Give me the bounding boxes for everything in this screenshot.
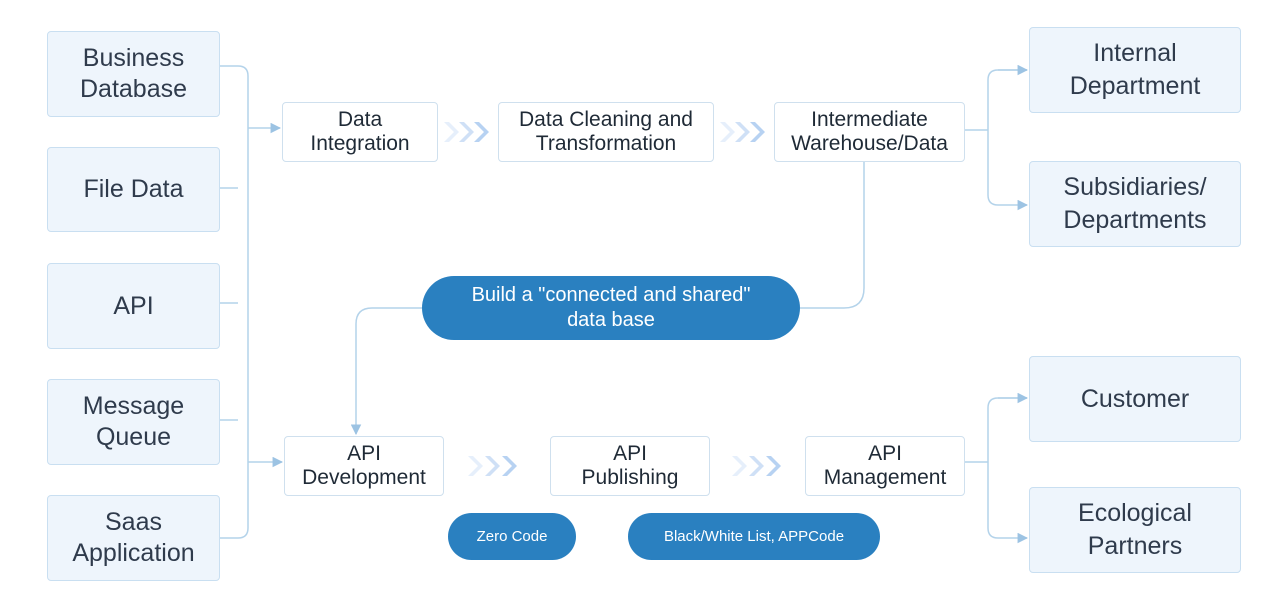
flow-chevron-icon [444, 122, 489, 142]
shared-data-base-label: Build a "connected and shared" data base [422, 276, 800, 340]
flow-chevron-icon [732, 456, 781, 476]
step-intermediate-warehouse: Intermediate Warehouse/Data [774, 102, 965, 162]
target-subsidiaries-departments: Subsidiaries/ Departments [1029, 161, 1241, 247]
source-saas-application: Saas Application [47, 495, 220, 581]
source-message-queue: Message Queue [47, 379, 220, 465]
target-customer: Customer [1029, 356, 1241, 442]
step-api-publishing: API Publishing [550, 436, 710, 496]
flow-chevron-icon [468, 456, 517, 476]
flow-chevron-icon [720, 122, 765, 142]
step-data-integration: Data Integration [282, 102, 438, 162]
step-data-cleaning: Data Cleaning and Transformation [498, 102, 714, 162]
target-ecological-partners: Ecological Partners [1029, 487, 1241, 573]
target-internal-department: Internal Department [1029, 27, 1241, 113]
tag-black-white-list: Black/White List, APPCode [628, 513, 880, 560]
source-business-database: Business Database [47, 31, 220, 117]
source-file-data: File Data [47, 147, 220, 232]
step-api-management: API Management [805, 436, 965, 496]
step-api-development: API Development [284, 436, 444, 496]
source-api: API [47, 263, 220, 349]
tag-zero-code: Zero Code [448, 513, 576, 560]
